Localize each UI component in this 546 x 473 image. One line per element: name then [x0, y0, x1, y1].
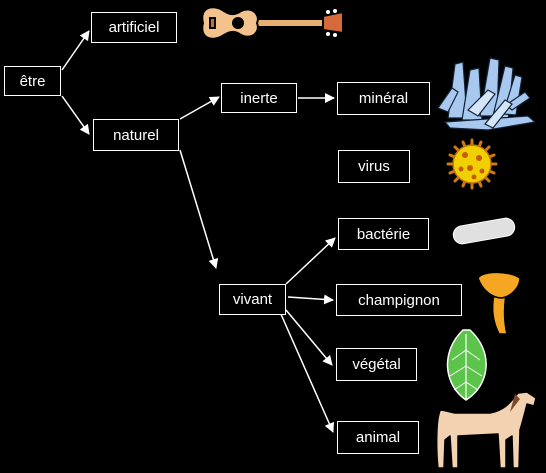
arrow-vivant-vegetal	[285, 309, 333, 366]
bacterium-icon	[452, 217, 516, 245]
arrow-vivant-bacterie	[285, 237, 336, 285]
crystal-icon	[437, 57, 537, 131]
node-animal: animal	[337, 421, 419, 454]
arrow-vivant-champignon	[287, 294, 334, 305]
virus-icon	[446, 138, 498, 190]
node-naturel: naturel	[93, 119, 179, 151]
arrow-vivant-animal	[279, 311, 334, 433]
node-virus: virus	[338, 150, 410, 183]
node-inerte: inerte	[221, 83, 297, 113]
arrow-naturel-inerte	[179, 96, 220, 120]
arrow-etre-naturel	[61, 95, 90, 135]
mushroom-icon	[477, 271, 521, 335]
leaf-icon	[446, 329, 487, 401]
arrow-etre-artificiel	[61, 30, 90, 71]
node-artificiel: artificiel	[91, 12, 177, 43]
node-etre: être	[4, 66, 61, 96]
node-bacterie: bactérie	[338, 218, 429, 250]
node-mineral: minéral	[337, 82, 430, 115]
arrow-naturel-vivant	[179, 149, 219, 269]
horse-icon	[432, 391, 537, 469]
connector-arrows	[61, 30, 336, 433]
node-vivant: vivant	[219, 284, 286, 315]
node-vegetal: végétal	[336, 348, 417, 381]
node-champignon: champignon	[336, 284, 462, 316]
guitar-icon	[201, 6, 344, 40]
